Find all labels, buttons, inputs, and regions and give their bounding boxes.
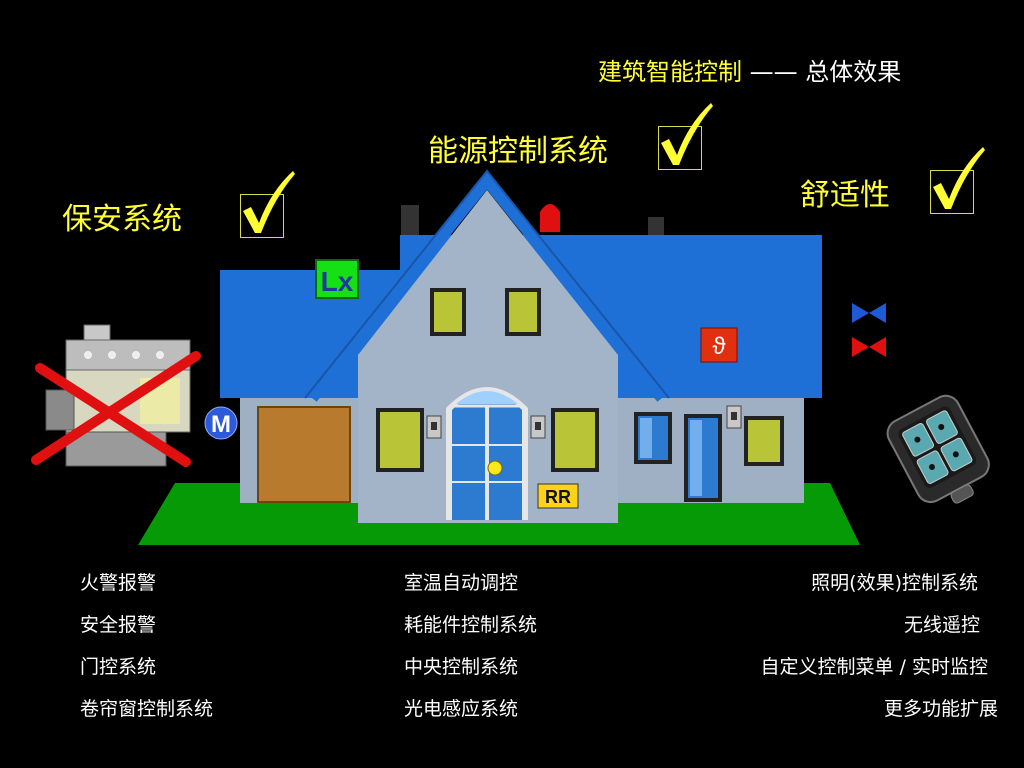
- gable-trim: [307, 170, 667, 402]
- feature-comfort-label: 舒适性: [800, 178, 890, 213]
- disabled-x-icon: [31, 351, 201, 467]
- comfort-checkbox: [930, 147, 985, 214]
- list-item: 中央控制系统: [404, 656, 519, 678]
- list-item: 耗能件控制系统: [404, 614, 538, 636]
- valve-blue-icon: [852, 303, 886, 323]
- energy-checkbox: [658, 103, 713, 170]
- upper-window-right: [505, 288, 541, 336]
- remote-control-icon: [886, 394, 990, 504]
- list-middle: 室温自动调控 耗能件控制系统 中央控制系统 光电感应系统: [404, 562, 537, 730]
- list-item: 卷帘窗控制系统: [80, 698, 214, 720]
- gable: [358, 190, 618, 355]
- list-item: 自定义控制菜单 / 实时监控: [760, 656, 988, 678]
- energy-check-icon: [661, 103, 713, 165]
- feature-energy-label: 能源控制系统: [428, 134, 608, 169]
- wall-lamp-center: [530, 415, 546, 439]
- security-check-icon: [243, 171, 295, 233]
- slide-title: 建筑智能控制 —— 总体效果: [598, 52, 901, 87]
- title-part1: 建筑智能控制: [598, 58, 742, 86]
- house-illustration: Lx ϑ RR M: [31, 169, 990, 545]
- window-left: [376, 408, 424, 472]
- window-blue-small: [634, 412, 672, 464]
- list-item: 安全报警: [80, 614, 157, 636]
- motor-icon: [204, 406, 238, 440]
- lux-sensor-badge: [315, 259, 359, 299]
- thermostat-label: ϑ: [712, 333, 725, 360]
- list-right: 照明(效果)控制系统 无线遥控 自定义控制菜单 / 实时监控 更多功能扩展: [761, 562, 998, 730]
- security-checkbox: [240, 171, 295, 238]
- lux-sensor-label: Lx: [321, 266, 354, 297]
- list-item: 火警报警: [80, 572, 157, 594]
- list-item: 更多功能扩展: [883, 698, 998, 720]
- comfort-check-icon: [933, 147, 985, 209]
- doorbell-icon: [487, 460, 503, 476]
- list-left: 火警报警 安全报警 门控系统 卷帘窗控制系统: [80, 562, 213, 730]
- wall-lamp-right: [726, 405, 742, 429]
- title-part2: 总体效果: [805, 58, 902, 86]
- wall-lamp-left: [426, 415, 442, 439]
- list-item: 门控系统: [80, 656, 157, 678]
- door-right: [684, 414, 722, 502]
- thermostat-badge: [700, 327, 738, 363]
- window-far-right: [744, 416, 784, 466]
- list-item: 照明(效果)控制系统: [811, 572, 978, 594]
- alarm-light-icon: [540, 204, 560, 232]
- room-regulator-label: RR: [545, 487, 571, 507]
- feature-security-label: 保安系统: [62, 202, 182, 237]
- garage-door: [257, 406, 351, 503]
- list-item: 光电感应系统: [404, 698, 519, 720]
- title-dash: ——: [742, 58, 806, 86]
- list-item: 无线遥控: [903, 614, 980, 636]
- motor-label: M: [211, 411, 231, 438]
- list-item: 室温自动调控: [404, 572, 519, 594]
- upper-window-left: [430, 288, 466, 336]
- window-center-right: [551, 408, 599, 472]
- main-entrance: [446, 387, 528, 520]
- valve-red-icon: [852, 337, 886, 357]
- room-regulator-badge: [537, 483, 579, 509]
